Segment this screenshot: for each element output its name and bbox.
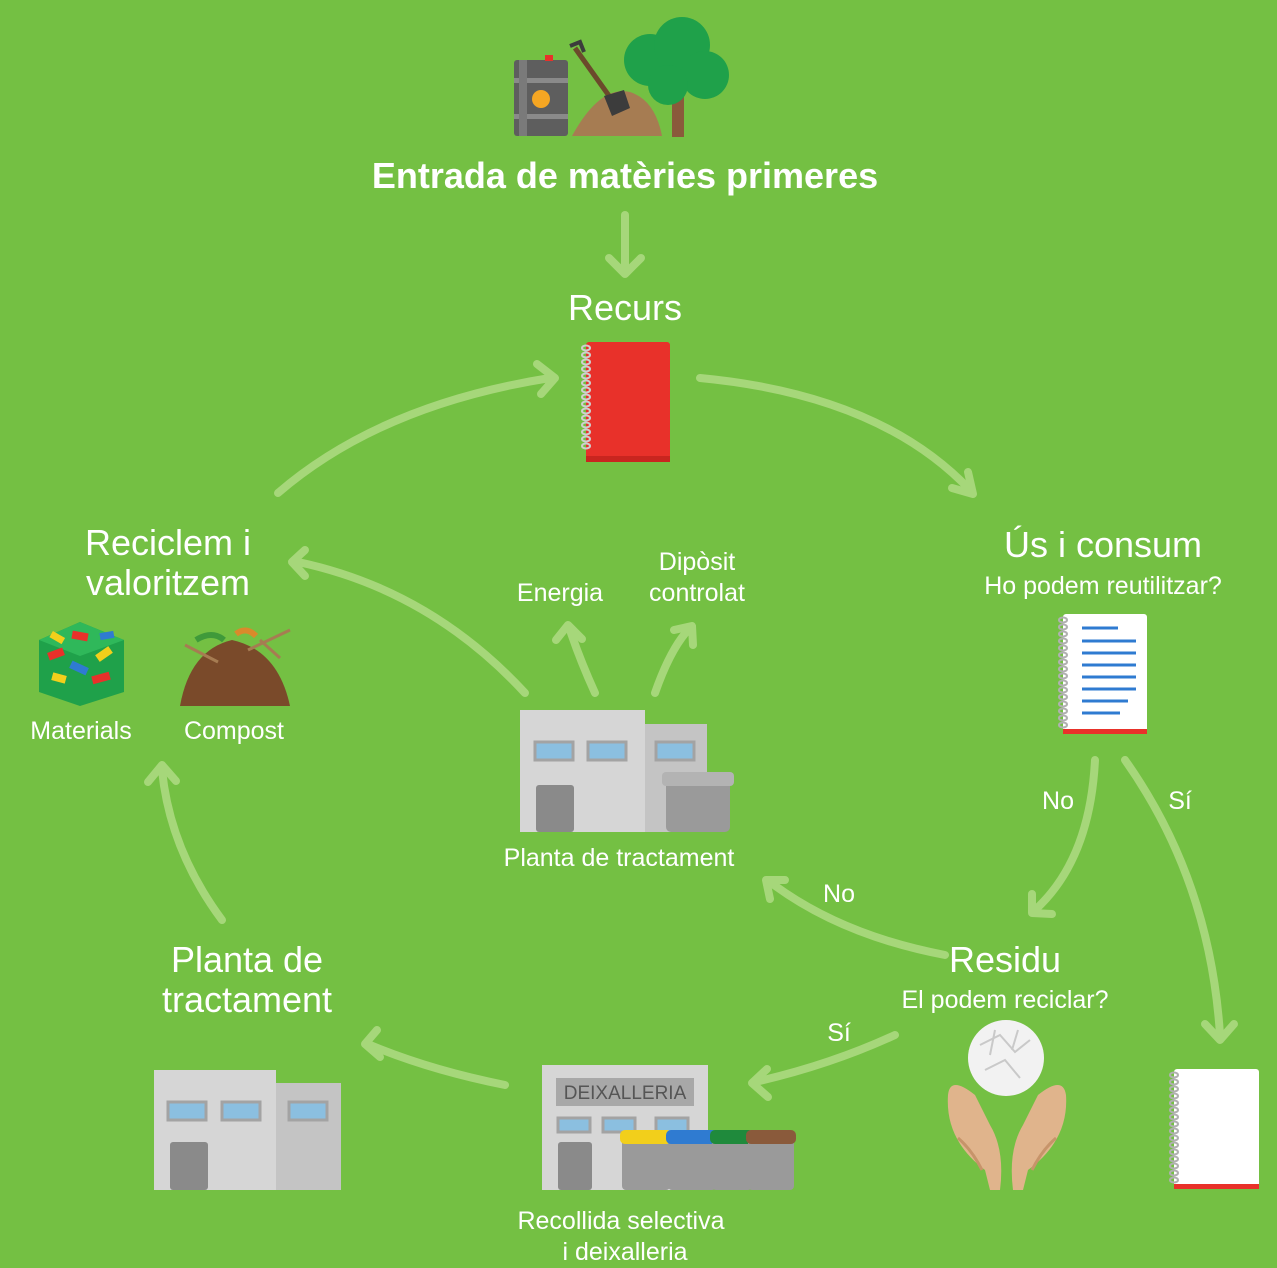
raw-materials-icon — [514, 17, 729, 137]
spiral-ring — [1058, 651, 1068, 659]
spiral-ring — [1058, 693, 1068, 701]
raw-materials-title: Entrada de matèries primeres — [372, 155, 878, 196]
materials-label: Materials — [30, 717, 131, 745]
spiral-ring — [1058, 686, 1068, 694]
spiral-ring — [1169, 1162, 1179, 1170]
no-recycle-label: No — [823, 880, 855, 908]
spiral-ring — [1058, 707, 1068, 715]
spiral-ring — [1169, 1120, 1179, 1128]
spiral-ring — [581, 393, 591, 401]
spiral-ring — [1169, 1113, 1179, 1121]
red-notebook-icon — [581, 342, 670, 462]
spiral-ring — [1169, 1134, 1179, 1142]
spiral-ring — [1169, 1141, 1179, 1149]
plant-title-line2: tractament — [162, 979, 332, 1020]
spiral-ring — [581, 344, 591, 352]
arrow-use-to-reuse — [1121, 756, 1238, 1044]
crumpled-paper-icon — [968, 1020, 1044, 1096]
spiral-ring — [1169, 1092, 1179, 1100]
plant-building-icon — [154, 1070, 341, 1190]
spiral-ring — [1058, 637, 1068, 645]
spiral-ring — [1058, 630, 1068, 638]
recycle-title-line2: valoritzem — [86, 562, 250, 603]
spiral-ring — [581, 414, 591, 422]
recycle-title-line1: Reciclem i — [85, 522, 251, 563]
collection-label-line1: Recollida selectiva — [517, 1207, 724, 1235]
written-notebook-icon — [1058, 614, 1147, 734]
spiral-ring — [1169, 1148, 1179, 1156]
spiral-ring — [1058, 721, 1068, 729]
spiral-ring — [581, 435, 591, 443]
spiral-ring — [1169, 1085, 1179, 1093]
compost-pile-icon — [180, 627, 291, 706]
spiral-ring — [581, 442, 591, 450]
spiral-ring — [1169, 1106, 1179, 1114]
hands-with-paper-icon — [947, 1020, 1067, 1190]
resource-title: Recurs — [568, 287, 682, 328]
arrow-recycle-to-resource — [274, 360, 559, 497]
compost-label: Compost — [184, 717, 284, 745]
flow-arrows — [144, 211, 1238, 1101]
energy-label: Energia — [517, 579, 603, 607]
reused-notebook-icon — [1169, 1069, 1259, 1189]
arrow-waste-to-collection — [748, 1031, 899, 1101]
yes-recycle-label: Sí — [827, 1019, 851, 1047]
spiral-ring — [1058, 679, 1068, 687]
spiral-ring — [1058, 623, 1068, 631]
spiral-ring — [1058, 665, 1068, 673]
spiral-ring — [1169, 1169, 1179, 1177]
arrow-raw-to-resource — [605, 211, 645, 278]
treatment-center-label: Planta de tractament — [504, 844, 735, 872]
landfill-label-line1: Dipòsit — [659, 548, 735, 576]
spiral-ring — [1169, 1127, 1179, 1135]
arrow-waste-to-treatment-center — [762, 876, 949, 959]
spiral-ring — [1169, 1071, 1179, 1079]
use-title: Ús i consum — [1004, 524, 1202, 565]
arrow-center-to-energy — [552, 621, 599, 697]
spiral-ring — [1058, 616, 1068, 624]
landfill-label-line2: controlat — [649, 579, 745, 607]
arrow-resource-to-use — [696, 374, 977, 498]
spiral-ring — [581, 351, 591, 359]
waste-question: El podem reciclar? — [901, 986, 1108, 1014]
oil-barrel-icon — [514, 55, 568, 136]
waste-title: Residu — [949, 939, 1061, 980]
arrow-plant-to-recycle — [144, 761, 226, 924]
spiral-ring — [581, 400, 591, 408]
arrow-center-to-recycle — [288, 546, 529, 697]
no-reuse-label: No — [1042, 787, 1074, 815]
spiral-ring — [1169, 1176, 1179, 1184]
tree-icon — [624, 17, 729, 137]
treatment-center-building-icon — [520, 710, 734, 832]
yes-reuse-label: Sí — [1168, 787, 1192, 815]
spiral-ring — [1058, 658, 1068, 666]
spiral-ring — [581, 372, 591, 380]
spiral-ring — [581, 421, 591, 429]
plant-title-line1: Planta de — [171, 939, 323, 980]
spiral-ring — [1058, 672, 1068, 680]
arrow-collection-to-plant — [361, 1026, 509, 1089]
spiral-ring — [1058, 644, 1068, 652]
collection-label-line2: i deixalleria — [562, 1238, 687, 1266]
spiral-ring — [581, 379, 591, 387]
spiral-ring — [581, 407, 591, 415]
recycling-bins-icon — [620, 1130, 796, 1190]
soil-shovel-icon — [569, 39, 662, 136]
use-question: Ho podem reutilitzar? — [984, 572, 1222, 600]
arrow-center-to-landfill — [651, 622, 697, 697]
spiral-ring — [581, 386, 591, 394]
spiral-ring — [581, 428, 591, 436]
collection-sign-text: DEIXALLERIA — [564, 1083, 687, 1104]
spiral-ring — [581, 365, 591, 373]
collection-point-icon: DEIXALLERIA — [542, 1065, 796, 1190]
spiral-ring — [1169, 1099, 1179, 1107]
arrow-use-to-waste — [1028, 756, 1099, 918]
spiral-ring — [581, 358, 591, 366]
spiral-ring — [1169, 1078, 1179, 1086]
spiral-ring — [1058, 700, 1068, 708]
spiral-ring — [1058, 714, 1068, 722]
spiral-ring — [1169, 1155, 1179, 1163]
materials-cube-icon — [39, 622, 124, 706]
